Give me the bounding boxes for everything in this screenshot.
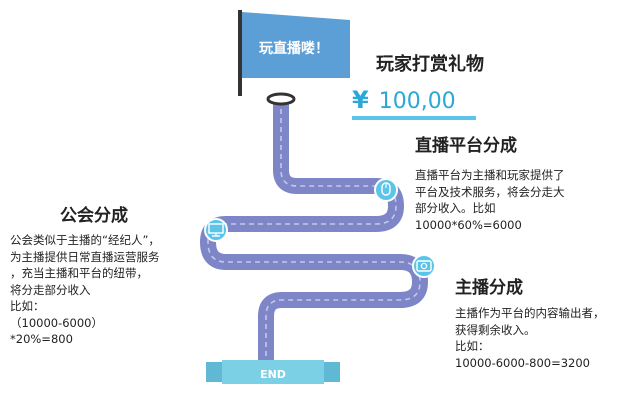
amount-underline xyxy=(352,116,476,120)
guild-line: （10000-6000） xyxy=(10,315,160,332)
amount-value: 100,00 xyxy=(379,89,456,114)
streamer-line: 主播作为平台的内容输出者， xyxy=(455,305,605,322)
road xyxy=(208,100,420,360)
platform-line: 直播平台为主播和玩家提供了 xyxy=(415,167,565,184)
streamer-line: 获得剩余收入。 xyxy=(455,322,605,339)
platform-text: 直播平台为主播和玩家提供了 平台及技术服务，将会分走大 部分收入。比如 1000… xyxy=(415,167,565,233)
guild-line: 为主播提供日常直播运营服务 xyxy=(10,249,160,266)
guild-line: 公会类似于主播的“经纪人”， xyxy=(10,232,160,249)
gift-amount: ¥100,00 xyxy=(352,86,456,114)
platform-line: 平台及技术服务，将会分走大 xyxy=(415,184,565,201)
flag-pole xyxy=(238,10,242,96)
platform-title: 直播平台分成 xyxy=(415,131,517,156)
hole-icon xyxy=(268,94,294,104)
streamer-line: 10000-6000-800=3200 xyxy=(455,355,605,372)
streamer-line: 比如： xyxy=(455,338,605,355)
gift-title: 玩家打赏礼物 xyxy=(376,50,484,76)
streamer-text: 主播作为平台的内容输出者， 获得剩余收入。 比如： 10000-6000-800… xyxy=(455,305,605,371)
guild-line: *20%=800 xyxy=(10,331,160,348)
guild-line: 比如： xyxy=(10,298,160,315)
platform-line: 10000*60%=6000 xyxy=(415,217,565,234)
guild-line: ，充当主播和平台的纽带， xyxy=(10,265,160,282)
currency-symbol: ¥ xyxy=(352,86,369,114)
guild-text: 公会类似于主播的“经纪人”， 为主播提供日常直播运营服务 ，充当主播和平台的纽带… xyxy=(10,232,160,348)
flag-label: 玩直播喽！ xyxy=(246,38,342,58)
streamer-title: 主播分成 xyxy=(455,273,523,298)
guild-title: 公会分成 xyxy=(60,201,128,226)
platform-line: 部分收入。比如 xyxy=(415,200,565,217)
end-label: END xyxy=(252,368,294,381)
guild-line: 将分走部分收入 xyxy=(10,282,160,299)
